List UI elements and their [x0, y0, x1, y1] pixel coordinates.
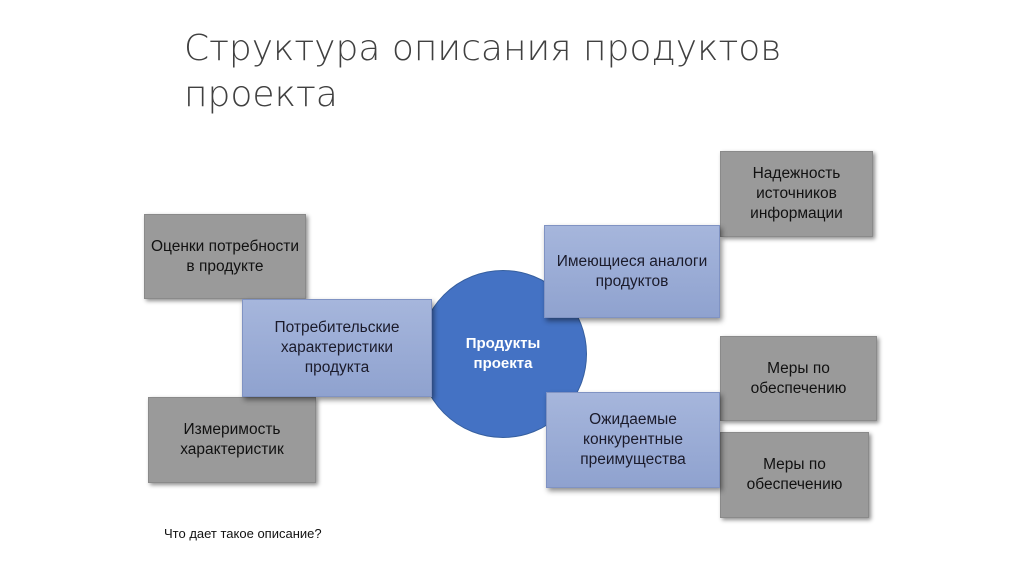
products-circle-label: Продукты проекта: [465, 335, 541, 372]
consumer-characteristics-label: Потребительские характеристики продукта: [274, 319, 400, 376]
competitive-advantages-box: Ожидаемые конкурентные преимущества: [546, 392, 720, 488]
measurability-box: Измеримость характеристик: [148, 397, 316, 483]
reliability-box: Надежность источников информации: [720, 151, 873, 237]
measures-label-1: Меры по обеспечению: [750, 359, 847, 397]
consumer-characteristics-box: Потребительские характеристики продукта: [242, 299, 432, 397]
existing-analogs-box: Имеющиеся аналоги продуктов: [544, 225, 720, 318]
measurability-label: Измеримость характеристик: [180, 421, 284, 458]
measures-label-2: Меры по обеспечению: [746, 456, 843, 493]
reliability-label: Надежность источников информации: [750, 165, 843, 222]
needs-assessment-box: Оценки потребности в продукте: [144, 214, 306, 299]
footer-question: Что дает такое описание?: [164, 526, 322, 541]
competitive-advantages-label: Ожидаемые конкурентные преимущества: [580, 411, 686, 468]
existing-analogs-label: Имеющиеся аналоги продуктов: [556, 252, 708, 290]
measures-box-1: Меры по обеспечению: [720, 336, 877, 421]
needs-assessment-label: Оценки потребности в продукте: [150, 237, 300, 275]
page-title: Структура описания продуктов проекта: [184, 28, 782, 115]
measures-box-2: Меры по обеспечению: [720, 432, 869, 518]
